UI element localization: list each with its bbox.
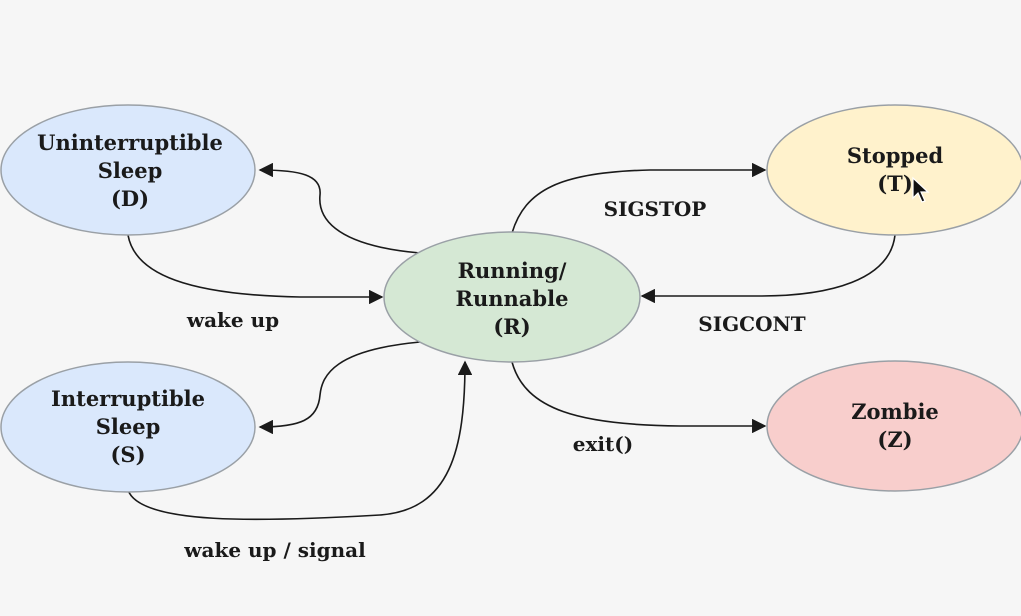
state-uninterruptible-ellipse: [0, 104, 256, 236]
state-zombie: Zombie (Z): [766, 360, 1021, 492]
state-interruptible-line2: Sleep: [96, 414, 161, 439]
state-running-line2: Runnable: [456, 286, 569, 311]
label-exit: exit(): [573, 432, 633, 456]
state-zombie-line1: Zombie: [851, 399, 939, 424]
edge-stopped-to-running: [640, 234, 896, 304]
mouse-pointer-icon: [912, 176, 930, 203]
edge-uninterruptible-to-running: [127, 234, 384, 305]
state-stopped-line2: (T): [877, 171, 913, 196]
state-interruptible-line1: Interruptible: [51, 386, 205, 411]
label-sigcont: SIGCONT: [698, 312, 806, 336]
edge-running-to-stopped: [511, 162, 767, 234]
edge-running-to-zombie: [511, 361, 767, 434]
state-uninterruptible-line2: Sleep: [98, 158, 163, 183]
label-sigstop: SIGSTOP: [604, 197, 707, 221]
state-stopped: Stopped (T): [766, 104, 1021, 236]
state-interruptible-ellipse: [0, 361, 256, 493]
state-zombie-line2: (Z): [877, 427, 912, 452]
state-running-runnable: Running/ Runnable (R): [383, 231, 641, 363]
edge-running-to-interruptible: [258, 341, 421, 435]
state-uninterruptible-sleep: Uninterruptible Sleep (D): [0, 104, 256, 236]
state-running-line1: Running/: [458, 258, 567, 283]
label-wake-up: wake up: [186, 308, 279, 332]
state-running-ellipse: [383, 231, 641, 363]
edge-running-to-uninterruptible: [258, 162, 421, 254]
state-zombie-ellipse: [766, 360, 1021, 492]
state-interruptible-sleep: Interruptible Sleep (S): [0, 361, 256, 493]
state-interruptible-line3: (S): [110, 442, 145, 467]
edge-interruptible-to-running: [127, 360, 473, 521]
state-stopped-line1: Stopped: [847, 143, 944, 168]
state-stopped-ellipse: [766, 104, 1021, 236]
label-wake-up-signal: wake up / signal: [183, 538, 366, 562]
state-uninterruptible-line1: Uninterruptible: [37, 130, 223, 155]
state-uninterruptible-line3: (D): [111, 186, 149, 211]
state-running-line3: (R): [493, 314, 530, 339]
